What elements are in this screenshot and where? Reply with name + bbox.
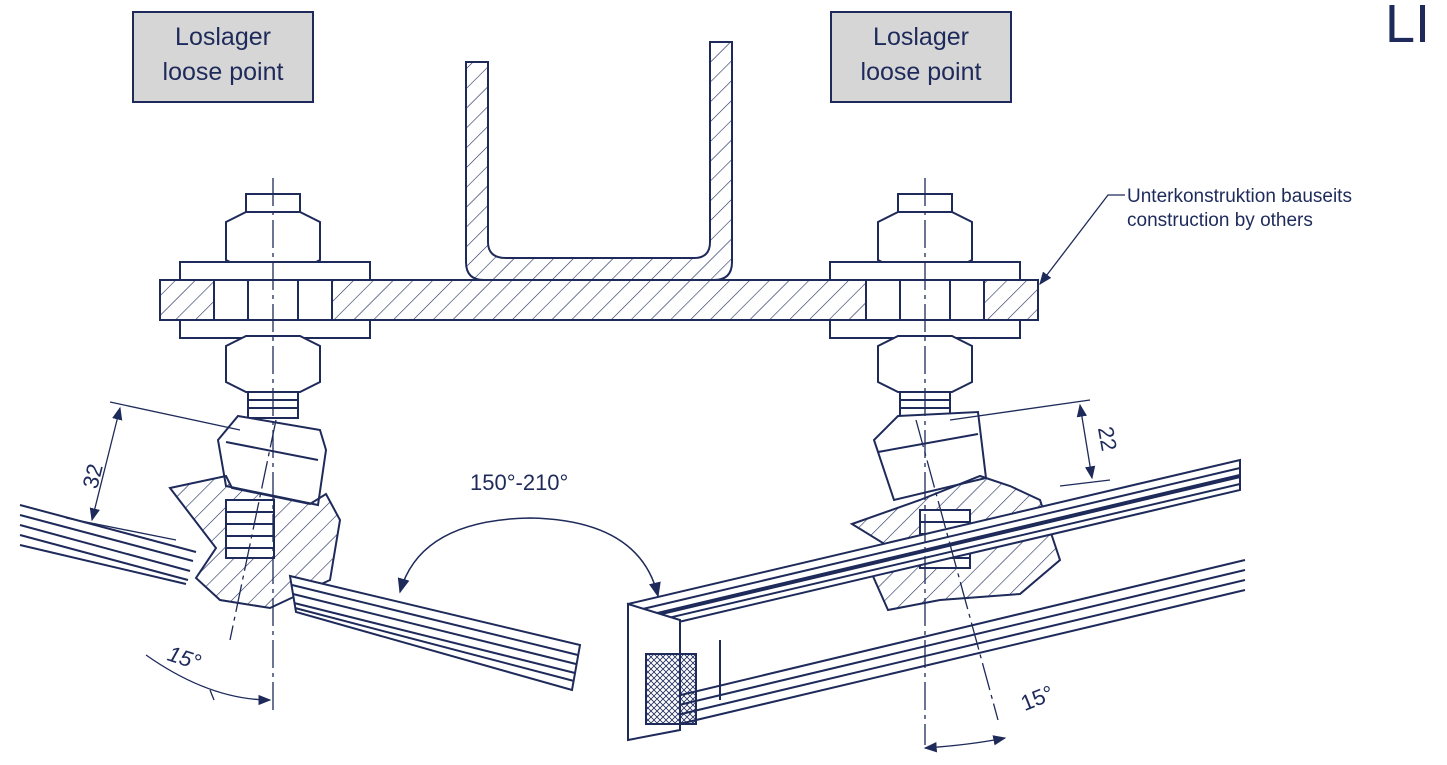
end-cap-foam <box>645 653 697 725</box>
left-label-box <box>132 11 314 103</box>
left-angle-label: 15° <box>165 641 205 675</box>
right-box-title-de: Loslager <box>873 23 969 51</box>
right-height-dimension <box>949 399 1111 487</box>
left-height-dimension <box>65 401 241 541</box>
note-leader <box>1039 194 1125 286</box>
right-height-label: 22 <box>1093 424 1122 452</box>
angle-range-label: 150°-210° <box>470 470 568 495</box>
left-angle-arc <box>145 654 272 706</box>
left-box-title-de: Loslager <box>175 23 271 51</box>
left-height-label: 32 <box>78 461 108 491</box>
right-label-box <box>830 11 1012 103</box>
left-panel-upper <box>19 504 197 585</box>
left-bolt-assembly <box>179 193 371 507</box>
right-angle-arc <box>923 735 1007 753</box>
u-channel <box>465 41 733 281</box>
left-clamp-section <box>168 474 342 610</box>
left-box-title-en: loose point <box>163 58 284 86</box>
right-box-title-en: loose point <box>861 58 982 86</box>
centre-lines <box>229 178 999 745</box>
range-angle-arc <box>397 517 661 598</box>
note-line-de: Unterkonstruktion bauseits <box>1127 186 1352 207</box>
corner-logo-text: LI <box>1385 0 1430 54</box>
right-angle-label: 15° <box>1017 680 1057 716</box>
right-panel <box>626 458 1246 742</box>
left-panel-lower <box>288 574 582 692</box>
note-line-en: construction by others <box>1127 210 1313 231</box>
